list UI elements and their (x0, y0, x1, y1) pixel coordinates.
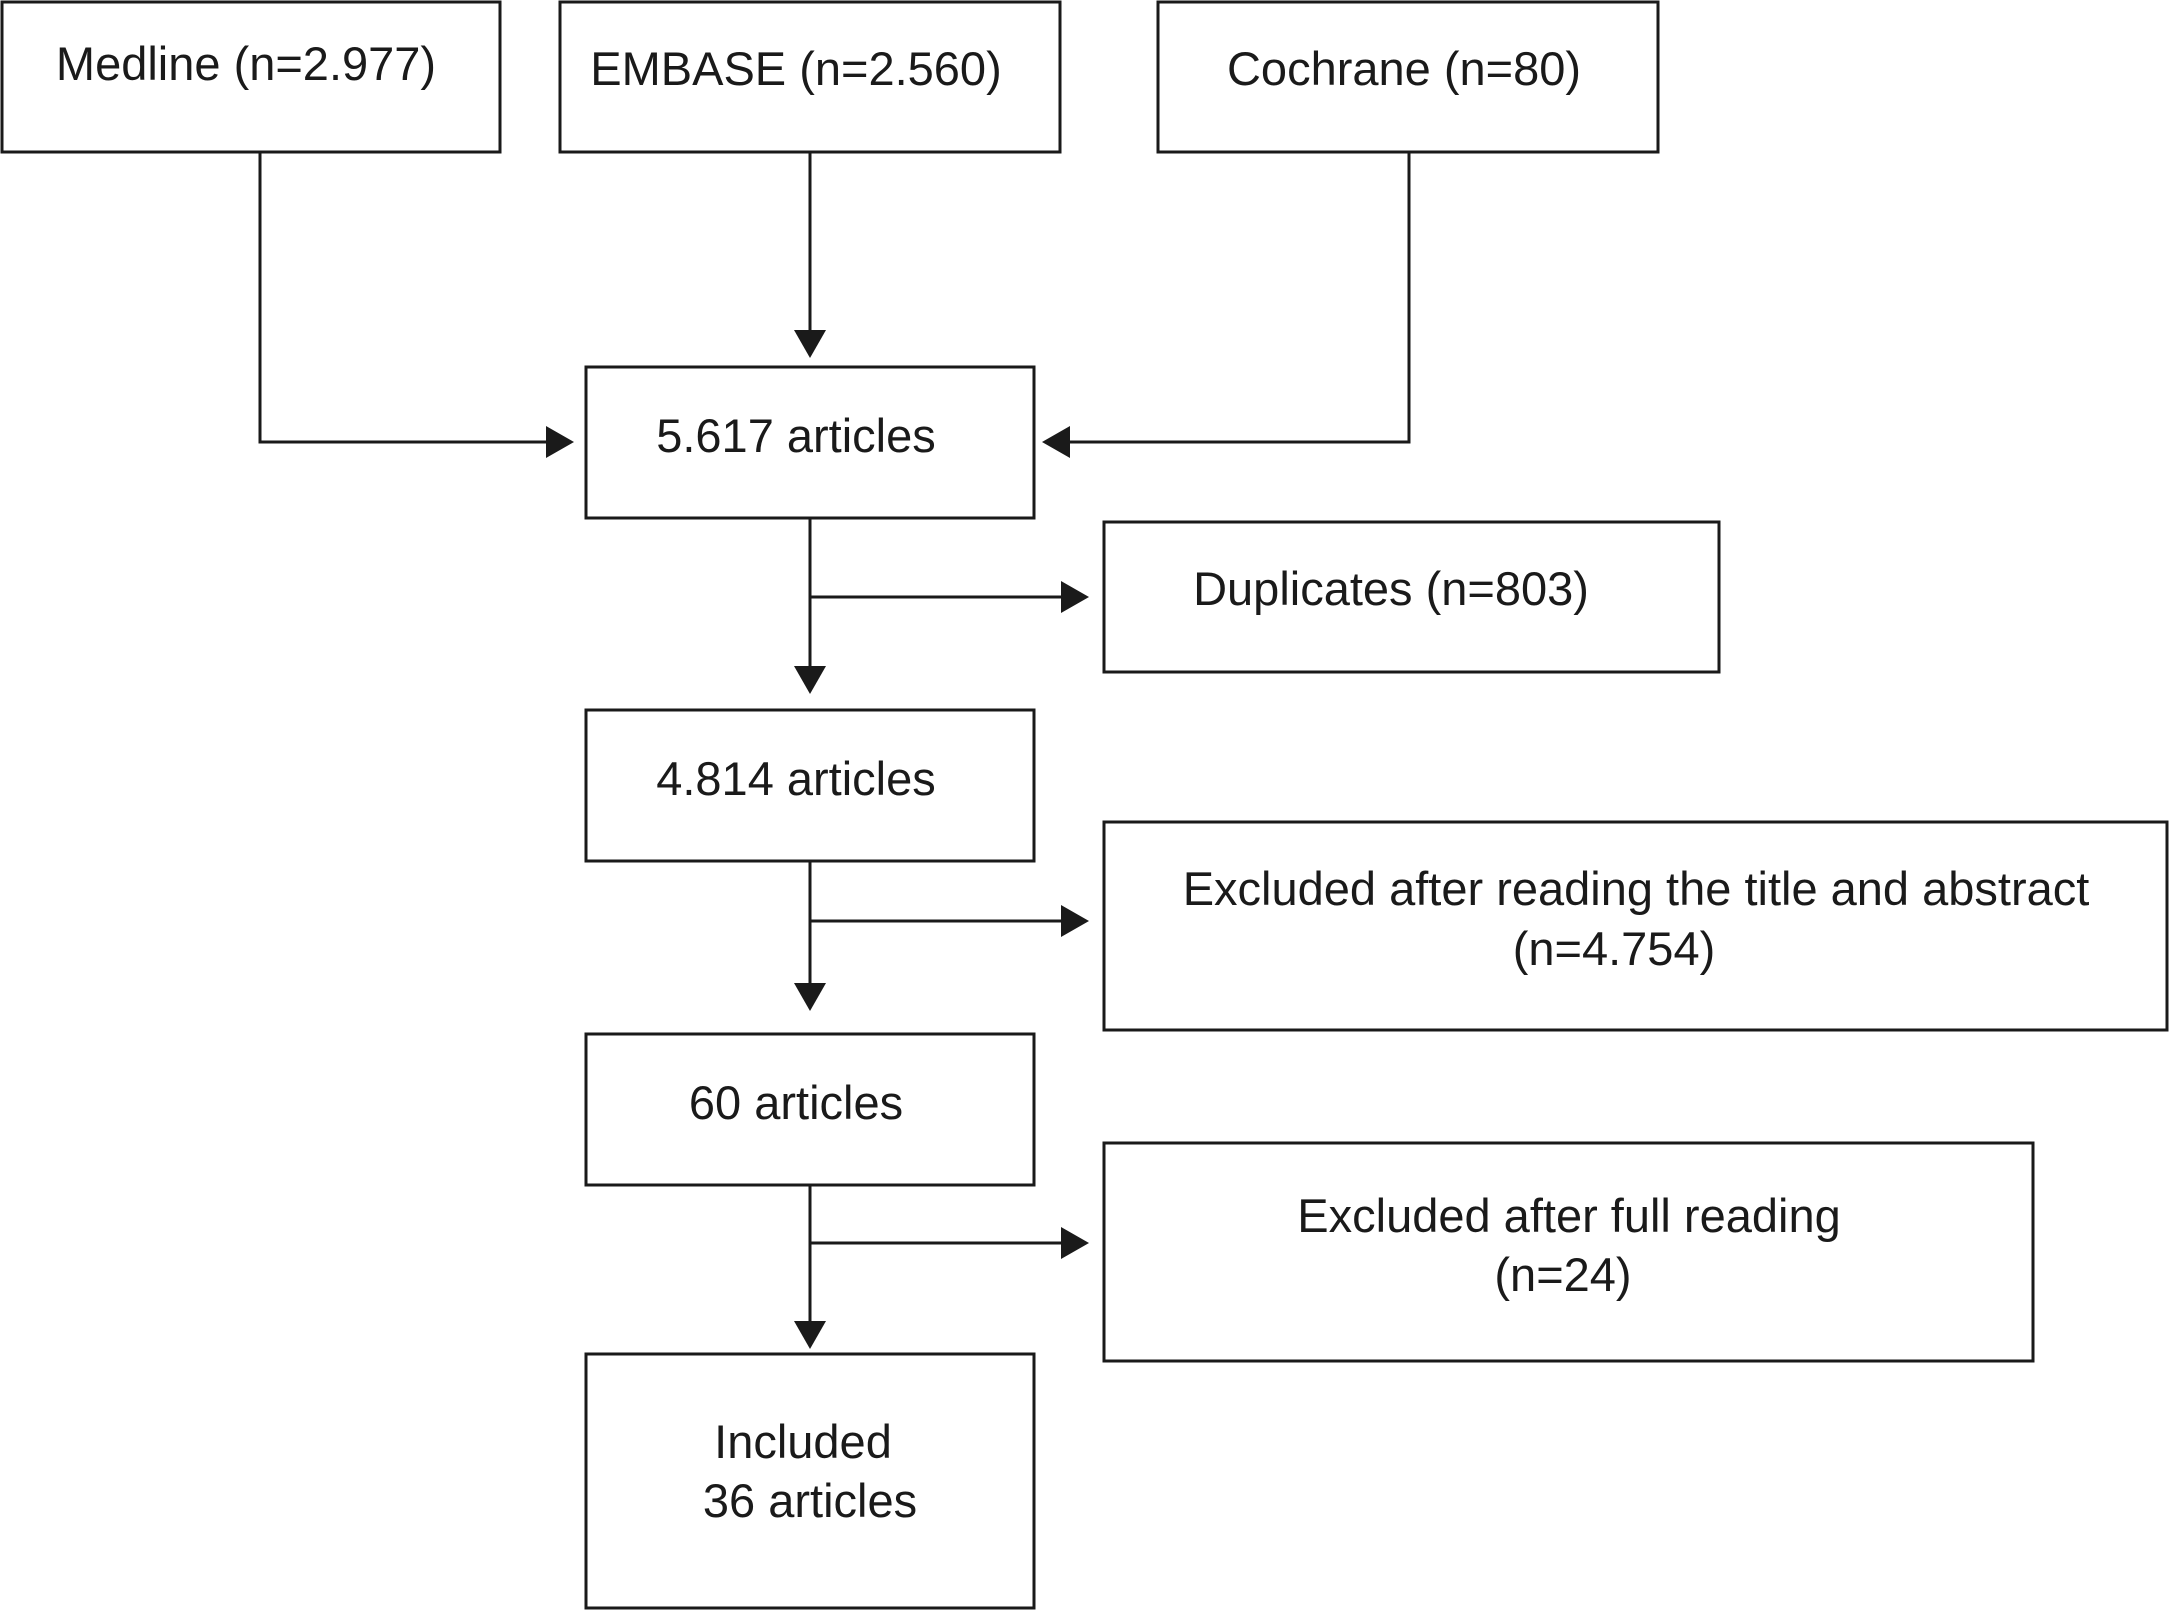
total-articles-label: 5.617 articles (656, 409, 936, 462)
cochrane-arrowhead (1042, 426, 1070, 458)
deduplicated-to-screened-arrowhead (794, 983, 826, 1011)
embase-label: EMBASE (n=2.560) (590, 42, 1001, 95)
embase-box (558, 0, 1062, 154)
title-abstract-exclusion-box (1102, 820, 2169, 1032)
duplicates-box (1102, 520, 1721, 674)
cochrane-label: Cochrane (n=80) (1227, 42, 1581, 95)
screened-articles-label: 60 articles (689, 1076, 903, 1129)
screened-articles-box (584, 1032, 1036, 1187)
medline-connector (258, 152, 546, 444)
total-to-deduplicated-arrowhead (794, 666, 826, 694)
medline-label: Medline (n=2.977) (56, 37, 436, 90)
title-abstract-branch-arrowhead (1061, 905, 1089, 937)
full-reading-exclusion-line1: Excluded after full reading (1297, 1189, 1840, 1242)
included-label-line2: 36 articles (703, 1474, 917, 1527)
full-reading-exclusion-line2: (n=24) (1494, 1248, 1631, 1301)
embase-arrowhead (794, 330, 826, 358)
screened-to-included-arrowhead (794, 1321, 826, 1349)
cochrane-connector (1070, 152, 1411, 444)
duplicates-branch-arrowhead (1061, 581, 1089, 613)
title-abstract-exclusion-line2: (n=4.754) (1513, 922, 1716, 975)
total-articles-box (584, 365, 1036, 520)
included-label-line1: Included (714, 1415, 892, 1468)
title-abstract-exclusion-line1: Excluded after reading the title and abs… (1183, 862, 2090, 915)
cochrane-box (1156, 0, 1660, 154)
medline-box (0, 0, 502, 154)
duplicates-label: Duplicates (n=803) (1193, 562, 1589, 615)
included-articles-box (584, 1352, 1036, 1610)
full-reading-branch-arrowhead (1061, 1227, 1089, 1259)
deduplicated-articles-label: 4.814 articles (656, 752, 936, 805)
medline-arrowhead (546, 426, 574, 458)
full-reading-exclusion-box (1102, 1141, 2035, 1363)
